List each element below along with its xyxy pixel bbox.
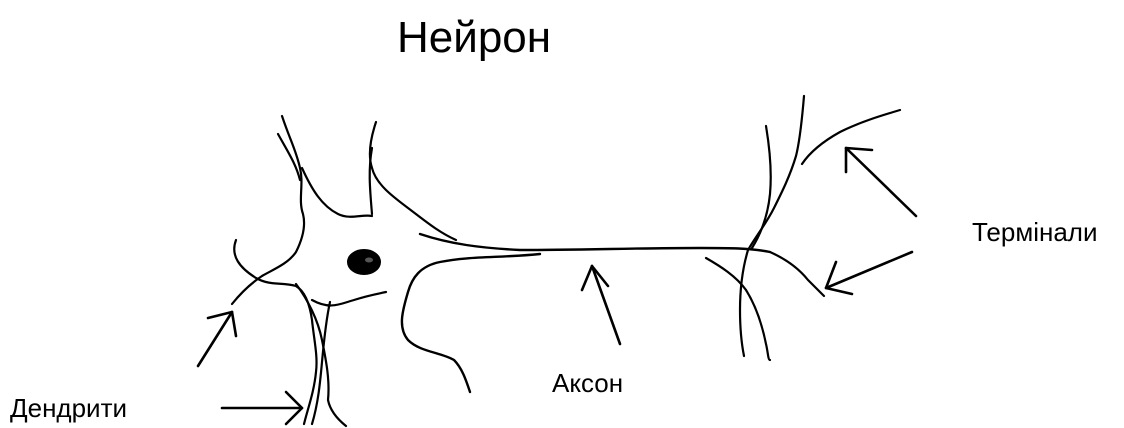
terminal-top: [748, 96, 804, 250]
label-dendrites: Дендрити: [10, 395, 127, 421]
dendrite-bottom: [312, 292, 386, 305]
label-axon: Аксон: [552, 370, 623, 396]
dendrite-top-inner: [302, 168, 372, 217]
terminals: [706, 96, 900, 360]
terminal-center: [740, 250, 748, 356]
terminal-lower: [706, 258, 770, 360]
terminal-mid: [752, 126, 771, 248]
terminal-right: [770, 252, 824, 296]
dendrite-top-right: [370, 122, 456, 240]
label-terminals: Термінали: [972, 219, 1098, 245]
arrow-axon: [582, 266, 620, 344]
dendrite-top-left: [232, 116, 304, 304]
arrow-dendrites-upper: [198, 312, 236, 366]
arrow-dendrites-lower: [222, 392, 302, 424]
nucleus: [348, 250, 380, 274]
arrow-terminals-lower: [826, 252, 912, 294]
nucleus-highlight: [365, 258, 373, 263]
terminal-top-branch: [802, 110, 900, 164]
axon-upper: [420, 234, 770, 252]
arrow-terminals-upper: [846, 148, 916, 216]
axon-lower: [402, 254, 540, 392]
dendrite-top-right-inner: [370, 148, 372, 214]
